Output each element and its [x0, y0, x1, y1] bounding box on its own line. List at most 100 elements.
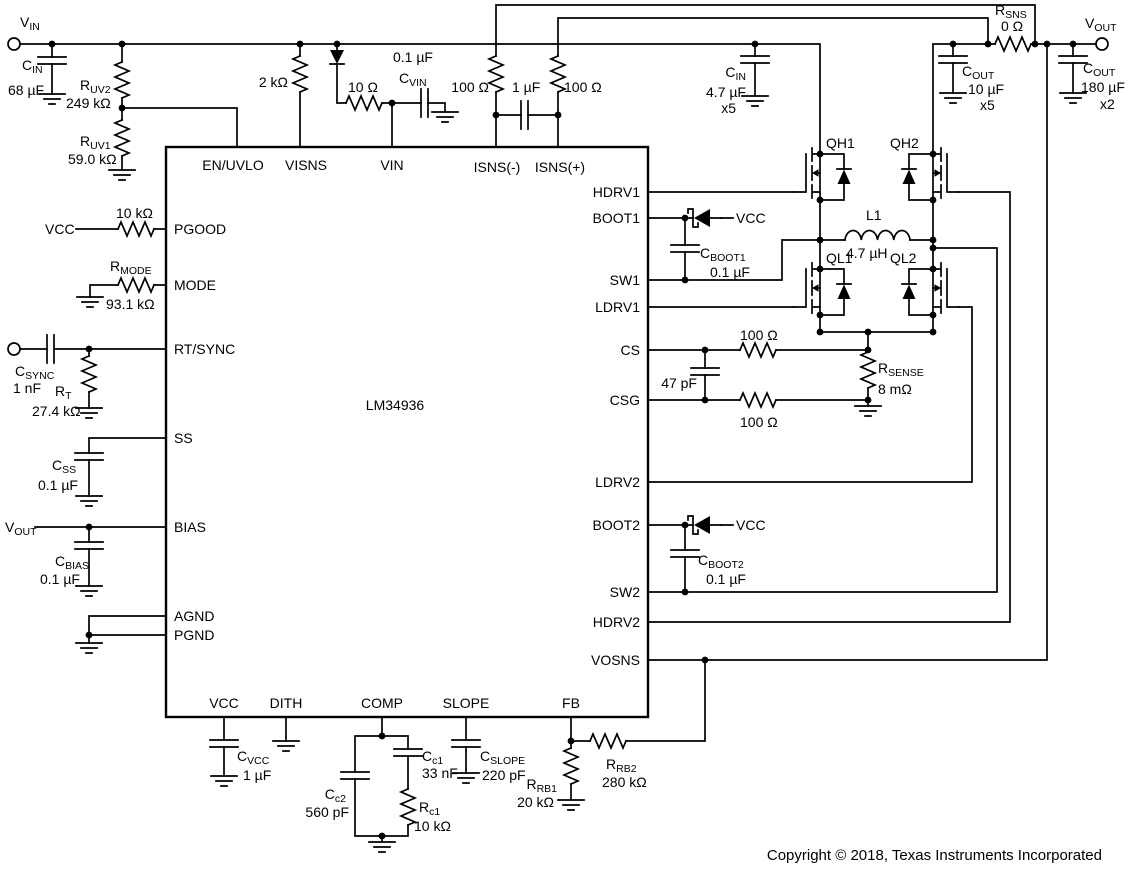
cin-bulk-label: CIN [22, 57, 43, 76]
pin-slope: SLOPE [443, 695, 490, 711]
chip-name: LM34936 [366, 397, 425, 413]
diode-boot1 [687, 208, 722, 228]
resistor-rsns [994, 36, 1032, 52]
cin-hf-value: 4.7 µF [706, 84, 746, 100]
pin-cs: CS [621, 342, 640, 358]
pin-bias: BIAS [174, 519, 206, 535]
rrb1-value: 20 kΩ [517, 794, 554, 810]
capacitor-cboot1 [670, 244, 700, 253]
rc1-label: Rc1 [419, 799, 440, 818]
vcc-boot1-label: VCC [736, 210, 766, 226]
vin-terminal-label: VIN [20, 14, 40, 33]
r-csg-value: 100 Ω [740, 414, 778, 430]
qh1-label: QH1 [826, 135, 855, 151]
component-labels: VIN CIN 68 µF RUV2 249 kΩ RUV1 59.0 kΩ 2… [5, 2, 1125, 864]
mosfet-qh1 [793, 147, 852, 205]
cc2-label: Cc2 [325, 786, 346, 805]
mosfet-ql2 [901, 262, 960, 320]
resistor-ruv1 [114, 119, 130, 157]
resistor-pgood [117, 221, 155, 237]
ruv2-value: 249 kΩ [66, 95, 111, 111]
pin-hdrv2: HDRV2 [593, 614, 640, 630]
vin-terminal [7, 37, 21, 51]
terminals-group [7, 37, 1109, 356]
capacitor-cin-hf [740, 55, 770, 64]
cbias-value: 0.1 µF [40, 571, 80, 587]
cslope-value: 220 pF [482, 767, 526, 783]
ql2-label: QL2 [890, 250, 917, 266]
ruv1-label: RUV1 [80, 133, 111, 152]
vout-terminal-label: VOUT [1085, 15, 1117, 34]
diode-vin [330, 50, 344, 64]
ruv1-value: 59.0 kΩ [68, 151, 117, 167]
capacitor-cvcc [209, 739, 239, 748]
r-isns-n-value: 100 Ω [451, 79, 489, 95]
rc1-value: 10 kΩ [414, 818, 451, 834]
cout-hf-label: COUT [962, 63, 995, 82]
resistor-isns-n [488, 55, 504, 93]
cboot1-label: CBOOT1 [700, 245, 746, 264]
rrb2-label: RRB2 [606, 756, 637, 775]
cvin-value: 0.1 µF [393, 49, 433, 65]
ic-lm34936-body [164, 145, 650, 719]
resistor-rrb1 [563, 747, 579, 785]
resistor-csg [739, 392, 777, 408]
resistor-rt [81, 355, 97, 393]
cin-hf-label: CIN [725, 64, 746, 83]
qh2-label: QH2 [890, 135, 919, 151]
capacitor-css [74, 452, 104, 461]
rsense-label: RSENSE [878, 360, 924, 379]
inductor-l1-coil [844, 229, 911, 241]
resistor-ruv2 [114, 61, 130, 99]
cvcc-label: CVCC [237, 748, 270, 767]
vout-bias-label: VOUT [5, 519, 37, 538]
wires [19, 4, 1097, 843]
pin-boot1: BOOT1 [593, 210, 641, 226]
resistor-vin-filter [345, 95, 383, 111]
rt-value: 27.4 kΩ [32, 403, 81, 419]
pin-vcc: VCC [209, 695, 239, 711]
ground-symbols [38, 92, 1087, 853]
resistor-isns-p [550, 55, 566, 93]
pin-mode: MODE [174, 277, 216, 293]
rrb1-label: RRB1 [526, 776, 557, 795]
resistor-visns [292, 55, 308, 93]
junction-dots [48, 40, 1077, 840]
pin-visns: VISNS [285, 157, 327, 173]
vcc-pgood-label: VCC [45, 221, 75, 237]
pin-pgnd: PGND [174, 627, 214, 643]
resistor-rmode [117, 277, 155, 293]
vout-terminal [1095, 37, 1109, 51]
r-pgood-value: 10 kΩ [116, 205, 153, 221]
cin-hf-qty: x5 [721, 100, 736, 116]
rmode-value: 93.1 kΩ [106, 296, 155, 312]
c-cs-value: 47 pF [661, 375, 697, 391]
cout-hf-value: 10 µF [968, 81, 1004, 97]
pin-csg: CSG [610, 392, 640, 408]
pin-ldrv1: LDRV1 [595, 299, 640, 315]
pin-isns-p: ISNS(+) [535, 159, 585, 175]
pin-boot2: BOOT2 [593, 517, 641, 533]
rsns-label: RSNS [995, 2, 1027, 21]
r-vin-value: 10 Ω [348, 79, 378, 95]
capacitor-cboot2 [670, 549, 700, 558]
css-value: 0.1 µF [38, 477, 78, 493]
r-visns-value: 2 kΩ [259, 74, 288, 90]
pin-vosns: VOSNS [591, 652, 640, 668]
vcc-boot2-label: VCC [736, 517, 766, 533]
pin-hdrv1: HDRV1 [593, 184, 640, 200]
r-isns-p-value: 100 Ω [564, 79, 602, 95]
cout-bulk-value: 180 µF [1081, 79, 1125, 95]
cbias-label: CBIAS [55, 553, 89, 572]
r-cs-value: 100 Ω [740, 327, 778, 343]
capacitor-cout-hf [938, 55, 968, 64]
pin-vin: VIN [380, 157, 403, 173]
l1-label: L1 [866, 207, 882, 223]
mosfet-ql1 [793, 262, 852, 320]
ruv2-label: RUV2 [80, 77, 111, 96]
cslope-label: CSLOPE [480, 748, 525, 767]
resistor-rc1 [400, 788, 416, 826]
pin-ss: SS [174, 430, 193, 446]
mosfet-qh2 [901, 147, 960, 205]
